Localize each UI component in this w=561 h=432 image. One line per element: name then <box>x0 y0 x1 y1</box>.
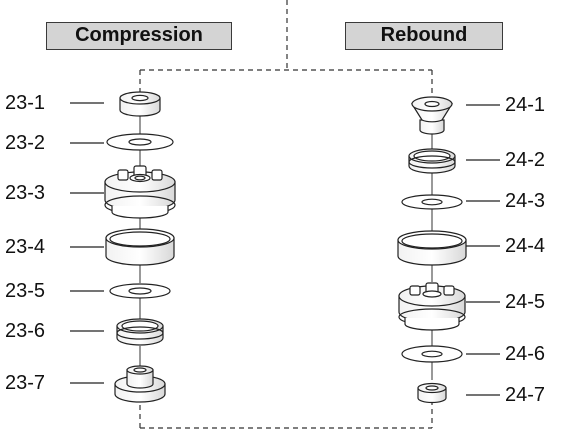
label-24-7: 24-7 <box>505 384 546 406</box>
label-24-5: 24-5 <box>505 291 546 313</box>
part-23-5 <box>109 283 171 299</box>
label-23-1: 23-1 <box>5 92 46 114</box>
label-24-6: 24-6 <box>505 343 546 365</box>
label-24-3: 24-3 <box>505 190 546 212</box>
part-23-7 <box>114 365 166 403</box>
label-24-1: 24-1 <box>505 94 546 116</box>
label-24-4: 24-4 <box>505 235 546 257</box>
part-24-5 <box>398 282 466 331</box>
label-24-2: 24-2 <box>505 149 546 171</box>
label-23-4: 23-4 <box>5 236 46 258</box>
part-23-3 <box>104 165 176 219</box>
compression-header: Compression <box>46 22 232 50</box>
rebound-header: Rebound <box>345 22 503 50</box>
label-23-7: 23-7 <box>5 372 46 394</box>
part-23-6 <box>116 318 164 346</box>
label-23-2: 23-2 <box>5 132 46 154</box>
part-24-7 <box>417 382 447 404</box>
part-24-1 <box>410 96 454 135</box>
label-23-5: 23-5 <box>5 280 46 302</box>
assembly-dashed-lines <box>139 0 433 429</box>
part-23-1 <box>119 91 161 117</box>
label-23-3: 23-3 <box>5 182 46 204</box>
part-24-2 <box>408 148 456 174</box>
label-23-6: 23-6 <box>5 320 46 342</box>
part-24-6 <box>401 345 463 363</box>
part-23-4 <box>105 228 175 266</box>
part-23-2 <box>106 133 174 151</box>
shaft-lines <box>139 110 433 380</box>
part-24-4 <box>397 230 467 266</box>
part-24-3 <box>401 194 463 210</box>
leader-lines <box>70 102 500 396</box>
